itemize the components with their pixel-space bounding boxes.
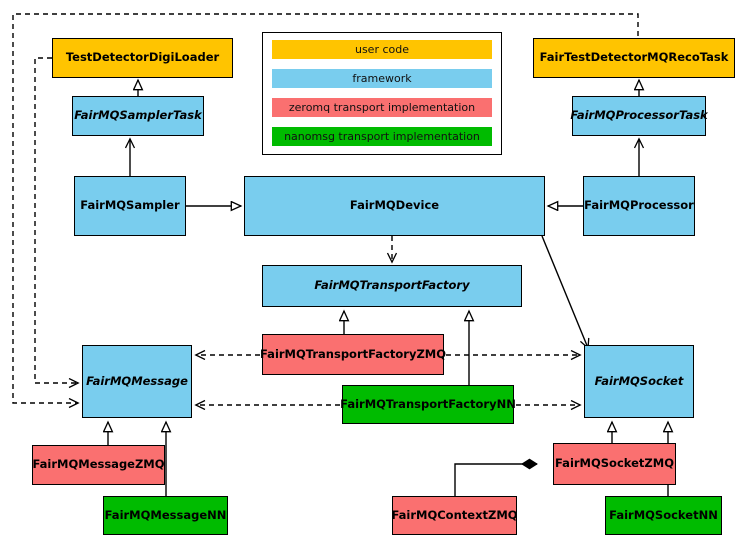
class-box-fairmqsampler[interactable]: FairMQSampler (74, 176, 186, 236)
legend-item-nanomsg: nanomsg transport implementation (272, 127, 492, 146)
class-box-fairmqmessage[interactable]: FairMQMessage (82, 345, 192, 418)
edge-device-uses-socket (541, 235, 588, 348)
class-box-fairmqsocket[interactable]: FairMQSocket (584, 345, 694, 418)
class-box-fairmqtransportfactorynn[interactable]: FairMQTransportFactoryNN (340, 385, 516, 424)
class-label: FairMQMessageNN (104, 507, 227, 522)
class-label: FairMQSamplerTask (74, 108, 202, 123)
class-label: FairTestDetectorMQRecoTask (539, 50, 729, 65)
class-label: FairMQProcessorTask (570, 108, 708, 123)
class-label: FairMQSocket (594, 373, 684, 388)
legend-label: user code (354, 43, 410, 56)
legend-item-framework: framework (272, 69, 492, 88)
class-box-fairmqtransportfactory[interactable]: FairMQTransportFactory (262, 265, 522, 307)
legend-label: nanomsg transport implementation (284, 130, 480, 143)
class-box-fairmqmessagenn[interactable]: FairMQMessageNN (103, 496, 228, 535)
class-box-fairmqprocessortask[interactable]: FairMQProcessorTask (570, 96, 708, 136)
class-label: FairMQTransportFactoryZMQ (260, 346, 447, 361)
class-box-fairmqtransportfactoryzmq[interactable]: FairMQTransportFactoryZMQ (260, 334, 447, 375)
class-box-fairmqsocketnn[interactable]: FairMQSocketNN (605, 496, 722, 535)
class-box-fairmqdevice[interactable]: FairMQDevice (244, 176, 545, 236)
class-label: FairMQSocketZMQ (555, 456, 674, 471)
class-label: FairMQSocketNN (609, 507, 718, 522)
class-label: FairMQContextZMQ (391, 507, 518, 522)
class-label: FairMQTransportFactory (314, 278, 470, 293)
class-label: FairMQTransportFactoryNN (340, 396, 516, 411)
legend-label: framework (352, 72, 412, 85)
legend-label: zeromq transport implementation (288, 101, 476, 114)
legend-item-zeromq: zeromq transport implementation (272, 98, 492, 117)
class-box-fairtestdetectormqrecotask[interactable]: FairTestDetectorMQRecoTask (533, 38, 735, 78)
class-box-fairmqcontextzmq[interactable]: FairMQContextZMQ (391, 496, 518, 535)
class-label: FairMQMessageZMQ (32, 457, 165, 472)
legend-item-user-code: user code (272, 40, 492, 59)
class-label: TestDetectorDigiLoader (65, 50, 220, 65)
class-label: FairMQMessage (86, 373, 188, 388)
class-box-fairmqsamplertask[interactable]: FairMQSamplerTask (72, 96, 204, 136)
class-box-testdetectordigiloader[interactable]: TestDetectorDigiLoader (52, 38, 233, 78)
class-box-fairmqmessagezmq[interactable]: FairMQMessageZMQ (32, 445, 165, 485)
class-label: FairMQSampler (80, 198, 180, 213)
class-label: FairMQProcessor (584, 198, 694, 213)
class-label: FairMQDevice (349, 198, 440, 213)
class-box-fairmqprocessor[interactable]: FairMQProcessor (583, 176, 695, 236)
class-box-fairmqsocketzmq[interactable]: FairMQSocketZMQ (553, 443, 676, 485)
